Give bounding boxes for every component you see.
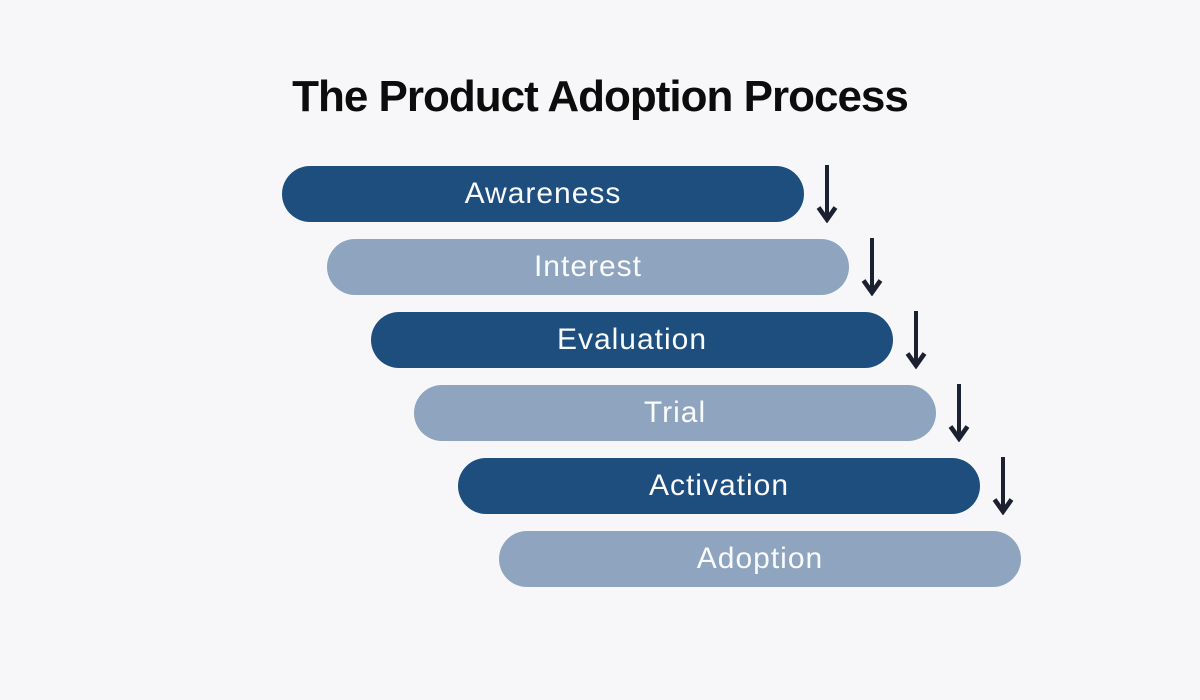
stage-label: Trial xyxy=(643,396,707,429)
stage-pill-activation: Activation xyxy=(458,458,980,514)
down-arrow-icon xyxy=(904,309,928,370)
stage-label: Interest xyxy=(533,250,643,283)
down-arrow-icon xyxy=(991,455,1015,516)
stage-pill-awareness: Awareness xyxy=(282,166,804,222)
diagram-title: The Product Adoption Process xyxy=(292,72,909,121)
stage-label: Adoption xyxy=(696,542,824,575)
down-arrow-icon xyxy=(815,163,839,224)
stage-pill-trial: Trial xyxy=(414,385,936,441)
stage-pill-evaluation: Evaluation xyxy=(371,312,893,368)
stage-label: Awareness xyxy=(464,177,622,210)
stage-pill-interest: Interest xyxy=(327,239,849,295)
stage-pill-adoption: Adoption xyxy=(499,531,1021,587)
down-arrow-icon xyxy=(947,382,971,443)
stage-label: Evaluation xyxy=(556,323,708,356)
down-arrow-icon xyxy=(860,236,884,297)
stage-label: Activation xyxy=(648,469,790,502)
